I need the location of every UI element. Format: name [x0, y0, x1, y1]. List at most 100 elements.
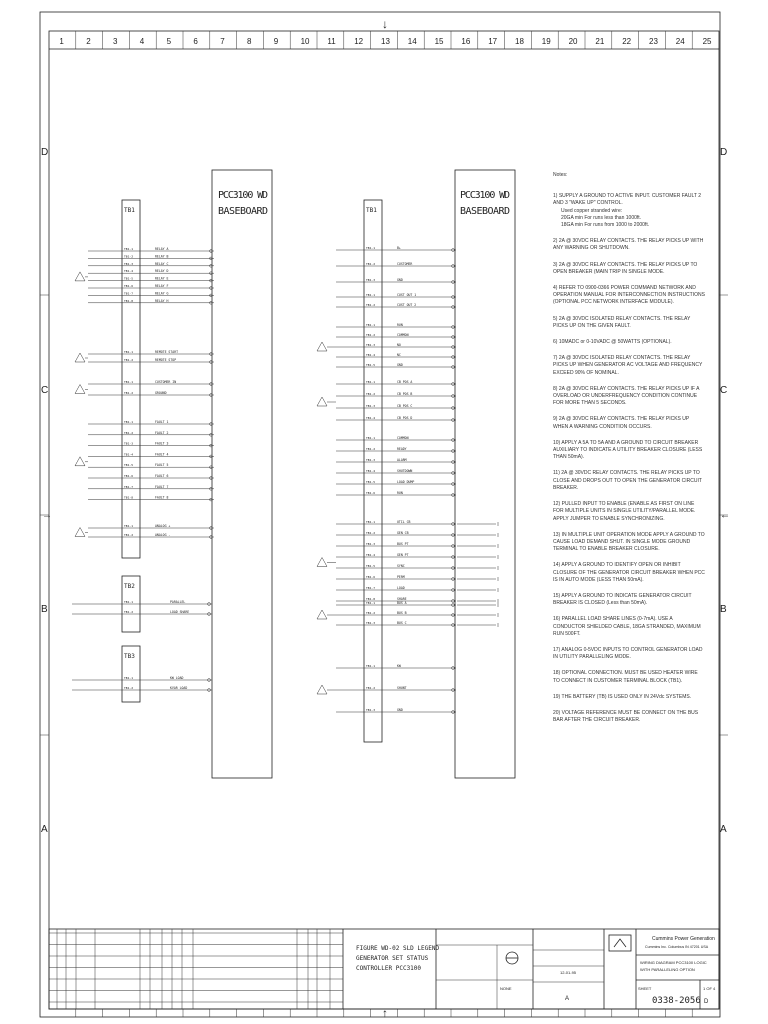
terminal-number: TB1-3 — [366, 278, 375, 282]
terminal-number: TB1-8 — [124, 299, 133, 303]
note-item: 5) 2A @ 30VDC ISOLATED RELAY CONTACTS. T… — [553, 316, 705, 330]
terminal-number: TB1-1 — [124, 420, 133, 424]
terminal-connector — [209, 301, 213, 305]
note-text: 5) 2A @ 30VDC ISOLATED RELAY CONTACTS. T… — [553, 315, 691, 329]
column-number: 24 — [676, 37, 685, 46]
column-number: 15 — [435, 37, 444, 46]
terminal-connector — [209, 487, 213, 491]
note-item: 15) APPLY A GROUND TO INDICATE GENERATOR… — [553, 593, 705, 607]
tb3-block — [121, 645, 141, 703]
notes-panel: Notes: 1) SUPPLY A GROUND TO ACTIVE INPU… — [553, 172, 705, 733]
note-item: 14) APPLY A GROUND TO IDENTIFY OPEN OR I… — [553, 562, 705, 584]
wire-label: LOAD — [397, 586, 405, 590]
note-item: 17) ANALOG 0-5VDC INPUTS TO CONTROL GENE… — [553, 647, 705, 661]
wire-label: GEN CB — [397, 531, 409, 535]
wire-label: RELAY A — [155, 247, 169, 251]
column-number: 5 — [167, 37, 172, 46]
note-subitem: 20GA min For runs less than 1000ft. — [561, 214, 642, 221]
terminal-connector — [451, 688, 455, 692]
terminal-connector — [451, 577, 455, 581]
column-number: 2 — [86, 37, 91, 46]
terminal-connector — [451, 335, 455, 339]
terminal-connector — [451, 264, 455, 268]
terminal-connector — [209, 360, 213, 364]
wire-label: GROUND — [155, 391, 167, 395]
revision-grid — [49, 929, 343, 1009]
terminal-connector — [451, 418, 455, 422]
terminal-number: TB1-1 — [366, 436, 375, 440]
note-item: 13) IN MULTIPLE UNIT OPERATION MODE APPL… — [553, 532, 705, 554]
wire-label: SHUTDOWN — [397, 469, 412, 473]
terminal-number: TB1-5 — [366, 363, 375, 367]
row-letter: B — [41, 604, 48, 615]
terminal-number: TB1-4 — [366, 353, 375, 357]
tb2-label: TB2 — [124, 583, 135, 590]
terminal-number: TB1-2 — [366, 333, 375, 337]
terminal-number: TB1-1 — [366, 601, 375, 605]
note-item: 2) 2A @ 30VDC RELAY CONTACTS. THE RELAY … — [553, 238, 705, 252]
wire-label: RELAY B — [155, 254, 169, 258]
wire-label: COMMON — [397, 333, 409, 337]
warning-triangle-icon — [316, 341, 328, 352]
terminal-number: TB1-1 — [366, 323, 375, 327]
terminal-connector — [451, 280, 455, 284]
wire-label: RELAY E — [155, 277, 169, 281]
column-number: 11 — [327, 37, 336, 46]
note-text: 18) OPTIONAL CONNECTION. MUST BE USED HE… — [553, 670, 698, 684]
tb1-right-block — [363, 199, 383, 743]
row-letter: C — [41, 385, 48, 396]
terminal-connector — [451, 482, 455, 486]
terminal-number: TB1-7 — [124, 485, 133, 489]
terminal-number: TB1-2 — [124, 358, 133, 362]
note-item: 16) PARALLEL LOAD SHARE LINES (0-7mA). U… — [553, 616, 705, 638]
wire-label: ALARM — [397, 458, 407, 462]
terminal-connector — [209, 465, 213, 469]
top-center-mark: ↓ — [382, 17, 388, 31]
terminal-number: TB1-1 — [124, 524, 133, 528]
warning-triangle-icon — [74, 456, 86, 467]
terminal-number: TB1-2 — [366, 262, 375, 266]
tb1-right-label: TB1 — [366, 207, 377, 214]
note-subitem: Used copper stranded wire: — [561, 207, 623, 214]
company-address: Cummins Inc. Columbus IN 47201 USA — [645, 945, 709, 949]
note-item: 3) 2A @ 30VDC RELAY CONTACTS. THE RELAY … — [553, 262, 705, 276]
terminal-connector — [451, 493, 455, 497]
column-number: 7 — [220, 37, 225, 46]
wire-label: CB POS D — [397, 416, 412, 420]
wire-label: RELAY D — [155, 269, 169, 273]
note-text: 7) 2A @ 30VDC ISOLATED RELAY CONTACTS. T… — [553, 355, 703, 376]
terminal-connector — [209, 476, 213, 480]
note-text: 9) 2A @ 30VDC RELAY CONTACTS. THE RELAY … — [553, 416, 690, 430]
column-number: 6 — [193, 37, 198, 46]
note-item: 10) APPLY A 5A TO 5A AND A GROUND TO CIR… — [553, 440, 705, 462]
wire-label: RUN — [397, 323, 403, 327]
sheet-number: 1 OF 4 — [703, 986, 716, 991]
terminal-number: TB1-2 — [124, 686, 133, 690]
wire-label: SHUNT — [397, 686, 407, 690]
terminal-number: TB1-5 — [366, 480, 375, 484]
terminal-number: TB1-4 — [366, 553, 375, 557]
terminal-number: TB1-3 — [366, 404, 375, 408]
left-center-mark: → — [42, 510, 52, 521]
note-text: 1) SUPPLY A GROUND TO ACTIVE INPUT. CUST… — [553, 193, 702, 207]
column-number: 21 — [595, 37, 604, 46]
sheet-label: SHEET — [638, 986, 652, 991]
terminal-connector — [209, 278, 213, 283]
terminal-number: TB1-5 — [124, 277, 133, 281]
wire-label: FAULT 3 — [155, 442, 169, 446]
tb3-label: TB3 — [124, 653, 135, 660]
terminal-number: TB1-2 — [124, 254, 133, 258]
terminal-number: TB1-1 — [366, 380, 375, 384]
row-letter: A — [720, 824, 727, 835]
wire-label: BUS B — [397, 611, 407, 615]
note-text: 20) VOLTAGE REFERENCE MUST BE CONNECT ON… — [553, 709, 699, 724]
note-text: 2) 2A @ 30VDC RELAY CONTACTS. THE RELAY … — [553, 238, 704, 252]
note-item: 9) 2A @ 30VDC RELAY CONTACTS. THE RELAY … — [553, 416, 705, 430]
row-letter: A — [41, 824, 48, 835]
wire-label: GND — [397, 708, 403, 712]
wire-label: ANALOG - — [155, 533, 170, 537]
terminal-number: TB1-2 — [366, 392, 375, 396]
column-number: 3 — [113, 37, 118, 46]
warning-triangle-icon — [74, 526, 86, 537]
terminal-number: TB1-3 — [366, 621, 375, 625]
